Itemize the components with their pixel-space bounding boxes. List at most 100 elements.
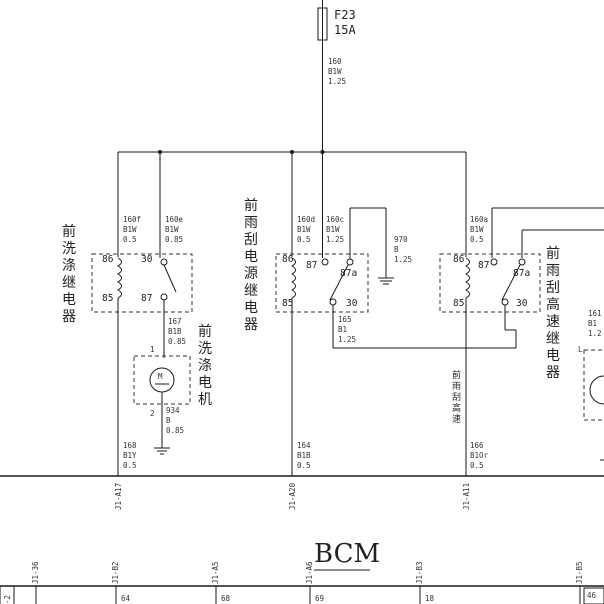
svg-text:30: 30 — [516, 298, 528, 309]
wire-label-46: 46 — [587, 591, 597, 600]
svg-text:0.5: 0.5 — [123, 461, 137, 470]
svg-text:1: 1 — [150, 345, 155, 354]
svg-text:0.5: 0.5 — [470, 235, 484, 244]
svg-text:B1B: B1B — [297, 451, 311, 460]
svg-text:B1Or: B1Or — [470, 451, 489, 460]
svg-text:B1W: B1W — [328, 67, 342, 76]
svg-text:B1W: B1W — [326, 225, 340, 234]
svg-text:86: 86 — [282, 254, 294, 265]
wire-label-970: 970 B 1.25 — [394, 235, 412, 264]
wire-label-69: 69 — [315, 594, 324, 603]
svg-text:1.25: 1.25 — [326, 235, 344, 244]
wiper-power-relay: 86 87 87a 85 30 — [275, 152, 516, 476]
wire-label-166: 166 B1Or 0.5 — [470, 441, 489, 470]
svg-text:B1W: B1W — [297, 225, 311, 234]
svg-text:L: L — [578, 345, 583, 354]
washer-motor-name: 前 洗 涤 电 机 — [198, 323, 216, 408]
svg-text:165: 165 — [338, 315, 352, 324]
svg-text:B1W: B1W — [123, 225, 137, 234]
svg-text:160c: 160c — [326, 215, 344, 224]
wiper-high-relay: 86 87 87a 85 30 — [439, 152, 604, 476]
svg-text:160: 160 — [328, 57, 342, 66]
svg-text:1.2: 1.2 — [588, 329, 602, 338]
wire-label-68: 68 — [221, 594, 231, 603]
svg-text:934: 934 — [166, 406, 180, 415]
wire-label-18: 18 — [425, 594, 435, 603]
connector-j1-a5: J1-A5 — [211, 561, 220, 584]
connector-j1-b2: J1-B2 — [111, 561, 120, 584]
washer-motor: M 1 2 — [133, 345, 191, 455]
svg-text:前 雨 刮 电: 前 雨 刮 电 源 继 电 器 — [244, 197, 262, 333]
svg-text:160f: 160f — [123, 215, 141, 224]
fuse-rating: 15A — [334, 23, 356, 37]
svg-text:0.85: 0.85 — [165, 235, 183, 244]
connector-j1-b5: J1-B5 — [575, 561, 584, 584]
svg-text:1.25: 1.25 — [328, 77, 346, 86]
svg-text:0.85: 0.85 — [166, 426, 184, 435]
svg-text:2: 2 — [150, 409, 155, 418]
svg-text:M: M — [158, 372, 163, 381]
svg-text:86: 86 — [102, 254, 114, 265]
svg-text:85: 85 — [453, 298, 464, 309]
svg-text:B: B — [166, 416, 171, 425]
svg-text:86: 86 — [453, 254, 465, 265]
wire-label-160: 160 B1W 1.25 — [328, 57, 346, 86]
wire-label-160f: 160f B1W 0.5 — [123, 215, 141, 244]
svg-text:87a: 87a — [513, 268, 530, 279]
svg-text:0.85: 0.85 — [168, 337, 186, 346]
svg-text:B1: B1 — [588, 319, 597, 328]
connector-j1-b3: J1-B3 — [415, 561, 424, 584]
svg-text:85: 85 — [102, 293, 113, 304]
connector-j1-a11: J1-A11 — [462, 483, 471, 510]
svg-text:B1: B1 — [338, 325, 347, 334]
wiper-motor-partial: L 161 B1 1.2 — [578, 309, 604, 461]
svg-text:167: 167 — [168, 317, 182, 326]
wire-label-168: 168 B1Y 0.5 — [123, 441, 137, 470]
connector-j1-a17: J1-A17 — [114, 483, 123, 510]
bcm-label: BCM — [314, 539, 380, 569]
svg-text:970: 970 — [394, 235, 408, 244]
svg-text:1.25: 1.25 — [394, 255, 412, 264]
svg-text:164: 164 — [297, 441, 311, 450]
fuse-name: F23 — [334, 8, 356, 22]
wiper-power-relay-label: 前 雨 刮 电 源 继 电 器 — [244, 197, 262, 333]
svg-text:85: 85 — [282, 298, 293, 309]
svg-text:0.5: 0.5 — [470, 461, 484, 470]
wiper-high-side-label: 前 雨 刮 高 速 — [452, 369, 464, 425]
wiper-high-relay-label: 前 雨 刮 高 速 继 电 器 — [546, 245, 564, 381]
svg-text:160a: 160a — [470, 215, 488, 224]
svg-text:87a: 87a — [340, 268, 357, 279]
washer-relay-label: 前 洗 涤 继 电 器 — [62, 223, 80, 325]
svg-text:161: 161 — [588, 309, 602, 318]
svg-text:B1B: B1B — [168, 327, 182, 336]
washer-relay: 86 30 85 87 — [91, 152, 193, 476]
wire-label-160a: 160a B1W 0.5 — [470, 215, 488, 244]
svg-text:30: 30 — [346, 298, 358, 309]
wire-label-165: 165 B1 1.25 — [338, 315, 356, 344]
svg-text:160e: 160e — [165, 215, 184, 224]
svg-text:0.5: 0.5 — [297, 235, 311, 244]
connector-j1-a20: J1-A20 — [288, 482, 297, 510]
washer-motor-label: 前 洗 涤 电 机 — [198, 323, 216, 408]
svg-text:前 洗 涤 继: 前 洗 涤 继 电 器 — [62, 223, 80, 325]
svg-text:87: 87 — [478, 260, 489, 271]
svg-text:166: 166 — [470, 441, 484, 450]
svg-text:1.25: 1.25 — [338, 335, 356, 344]
svg-text:B: B — [394, 245, 399, 254]
svg-text:B1W: B1W — [470, 225, 484, 234]
connector-j1-a6: J1-A6 — [305, 561, 314, 584]
connector-j1-36: J1-36 — [31, 561, 40, 584]
bcm-module: BCM J1-A17 J1-A20 J1-A11 J1-36 J1-B2 J1-… — [0, 475, 604, 604]
wire-label-934: 934 B 0.85 — [166, 406, 184, 435]
svg-text:前 雨 刮 高: 前 雨 刮 高 速 继 电 器 — [546, 245, 564, 381]
wire-label-64: 64 — [121, 594, 131, 603]
svg-text:168: 168 — [123, 441, 137, 450]
wire-label-167: 167 B1B 0.85 — [168, 317, 186, 346]
svg-text:-2: -2 — [3, 595, 12, 604]
wire-label-160d: 160d B1W 0.5 — [297, 215, 315, 244]
svg-text:前 雨 刮 高: 前 雨 刮 高 速 — [452, 369, 464, 425]
svg-text:B1W: B1W — [165, 225, 179, 234]
svg-text:87: 87 — [141, 293, 152, 304]
svg-text:B1Y: B1Y — [123, 451, 137, 460]
